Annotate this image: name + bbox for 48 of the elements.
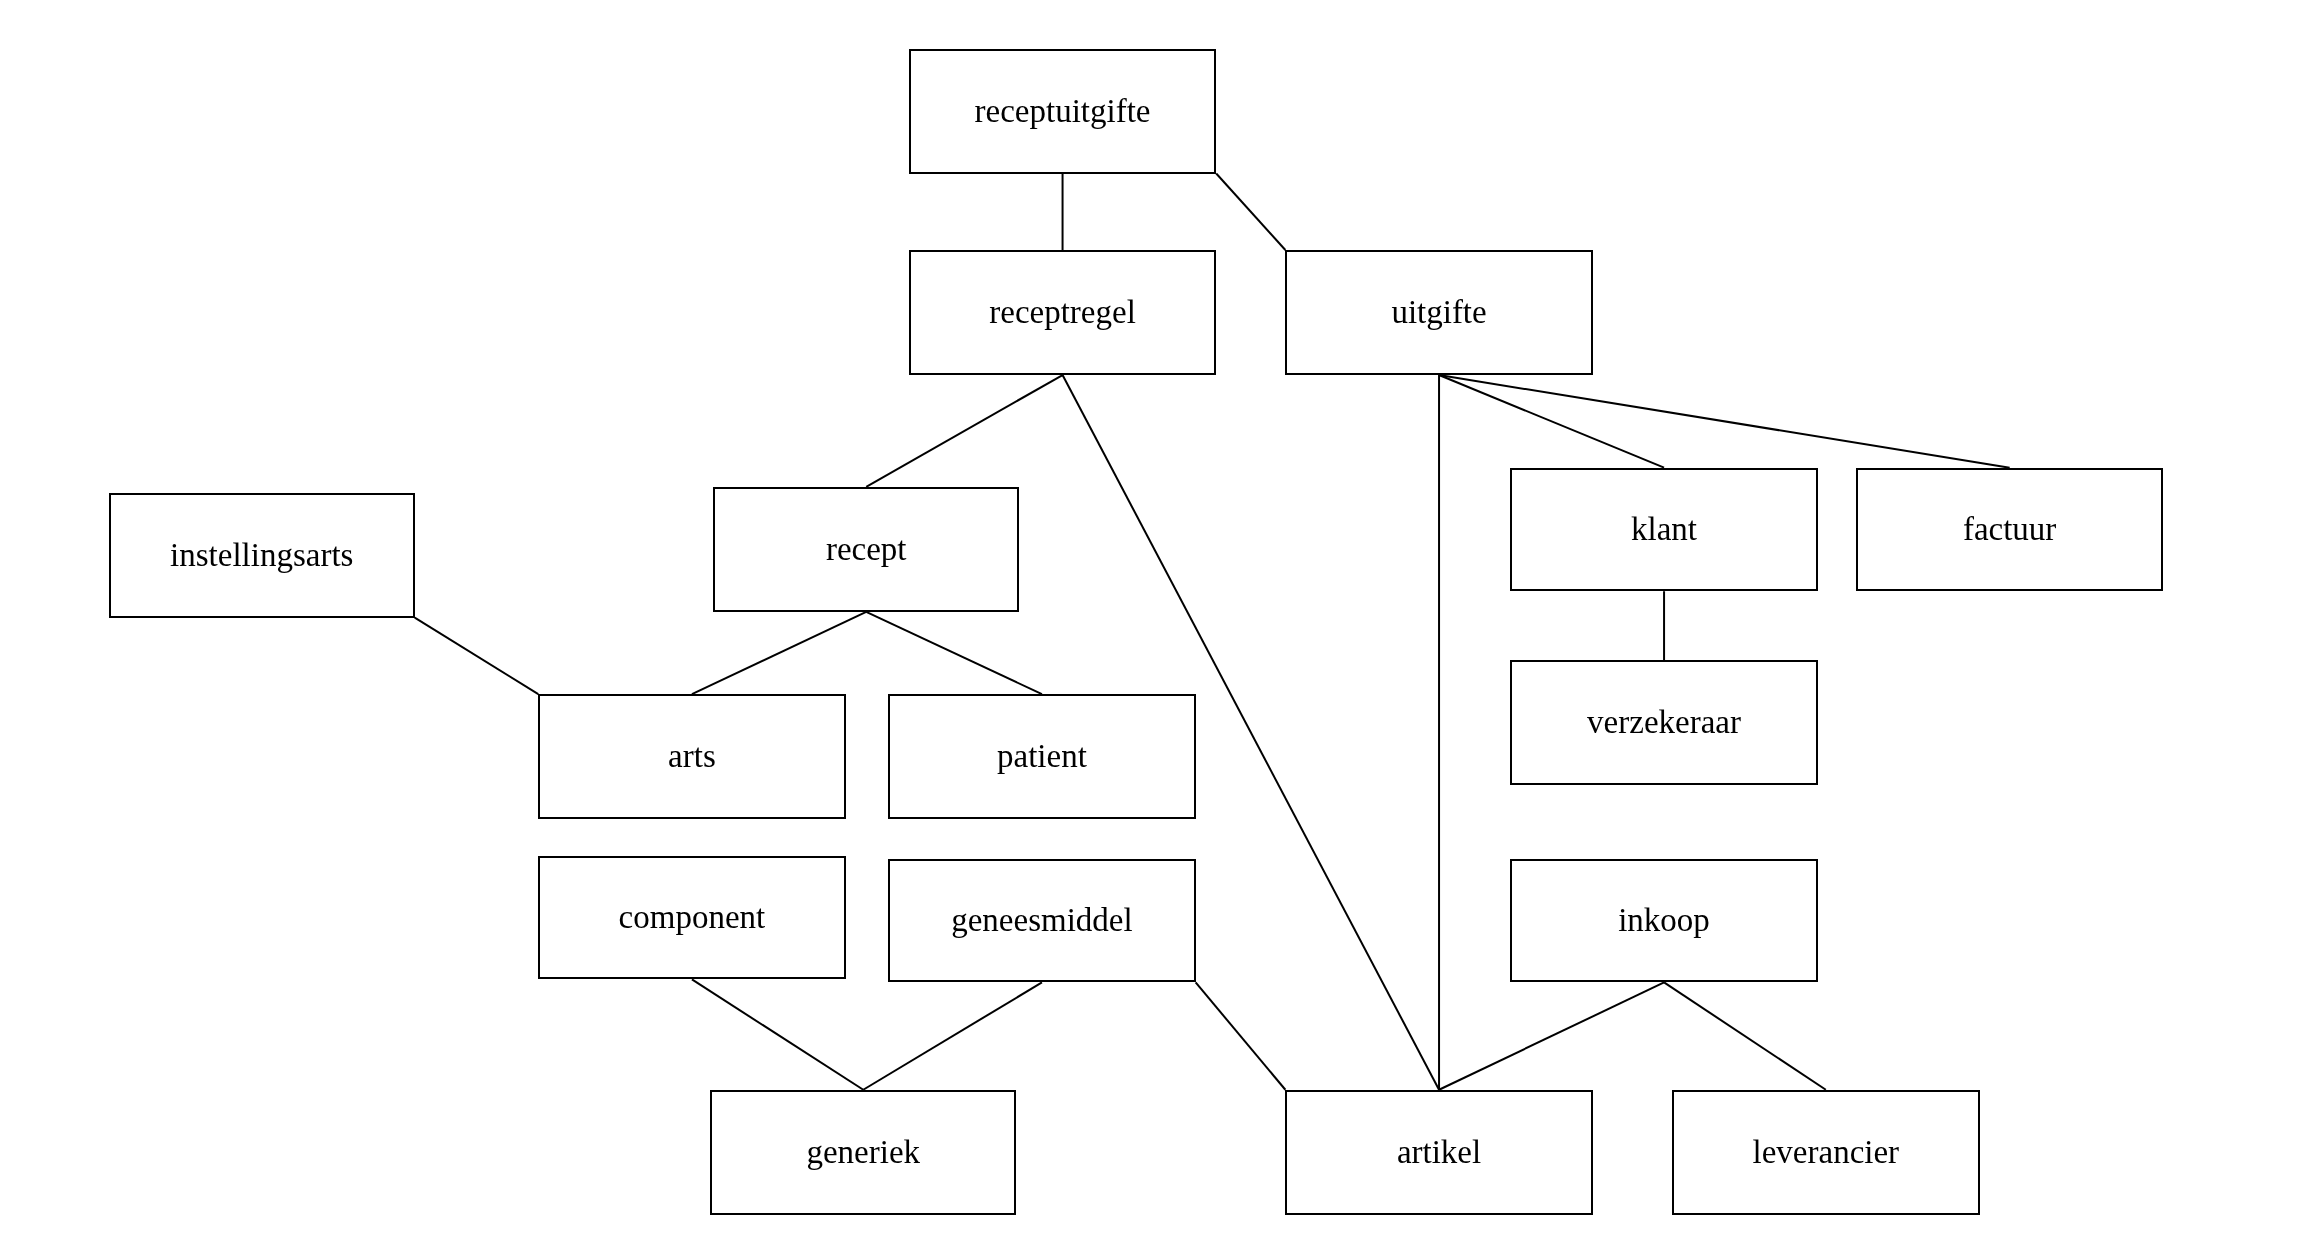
entity-name: component — [618, 899, 766, 937]
connector-line — [1438, 374, 1441, 1091]
entity-name: factuur — [1962, 510, 2057, 548]
connector-line — [1663, 590, 1666, 662]
entity-box — [538, 694, 846, 820]
connector-line — [1061, 172, 1064, 251]
connector-line — [1438, 981, 1666, 1091]
entity-box — [1510, 660, 1818, 786]
connector-line — [1438, 374, 2011, 469]
entity-box — [108, 492, 415, 618]
entity-name: inkoop — [1618, 902, 1710, 940]
entity-name: patient — [997, 738, 1087, 776]
entity-name: generiek — [806, 1133, 921, 1171]
connector-line — [1663, 981, 1827, 1091]
entity-name: recept — [825, 530, 907, 568]
connector-line — [865, 610, 1043, 696]
entity-box — [908, 250, 1217, 375]
entity-box — [908, 48, 1217, 174]
connector-line — [865, 374, 1064, 488]
entity-box — [888, 858, 1196, 983]
entity-name: uitgifte — [1391, 294, 1487, 331]
entity-name: instellingsarts — [170, 536, 354, 574]
entity-box — [1855, 467, 2164, 592]
connector-line — [690, 610, 868, 696]
connector-line — [1215, 172, 1287, 251]
entity-box — [1510, 467, 1818, 592]
connector-line — [690, 978, 865, 1091]
connector-line — [413, 616, 540, 696]
entity-box — [888, 694, 1196, 820]
entity-name: receptregel — [989, 294, 1136, 331]
entity-box — [713, 486, 1020, 612]
entity-box — [1672, 1089, 1980, 1215]
entity-box — [538, 855, 846, 980]
entity-name: klant — [1631, 510, 1698, 548]
connector-line — [1438, 374, 1666, 469]
entity-name: receptuitgifte — [974, 92, 1151, 130]
entity-name: artikel — [1396, 1133, 1482, 1171]
entity-name: geneesmiddel — [951, 902, 1133, 940]
entity-box — [1510, 858, 1818, 983]
entity-box — [1285, 1089, 1593, 1215]
entity-name: verzekeraar — [1587, 704, 1741, 742]
entity-name: leverancier — [1752, 1133, 1900, 1171]
entity-box — [710, 1089, 1017, 1215]
entity-box — [1285, 250, 1593, 375]
connector-line — [1194, 981, 1287, 1091]
connector-line — [1061, 374, 1441, 1091]
connector-line — [862, 981, 1043, 1091]
entity-name: arts — [668, 738, 716, 776]
